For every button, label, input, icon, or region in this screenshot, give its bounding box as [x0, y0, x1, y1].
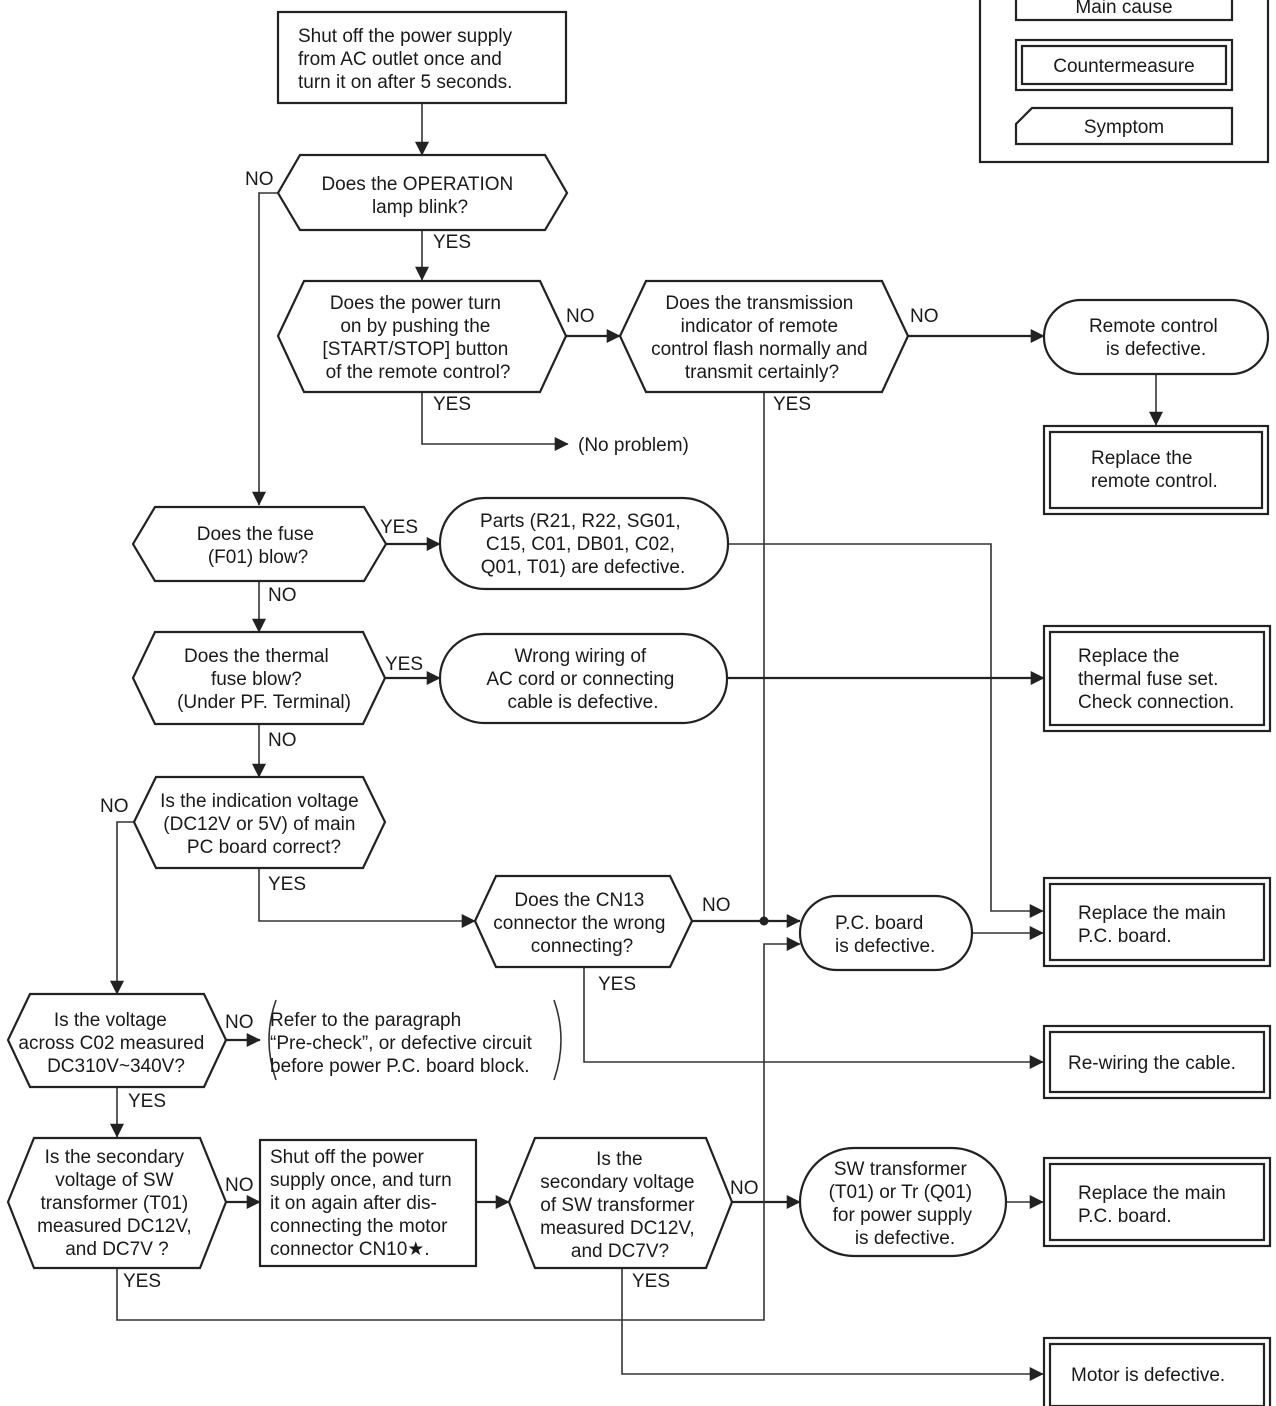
indication-voltage-question: Is the indication voltage (DC12V or 5V) … [160, 791, 364, 858]
start-text: Shut off the power supply from AC outlet… [298, 26, 517, 93]
secondary-voltage-decision-2 [507, 1136, 734, 1270]
replace-main-pc-board-text-1: Replace the main P.C. board. [1078, 903, 1231, 947]
wrong-wiring-cause [438, 632, 729, 725]
wrong-wiring-text: Wrong wiring of AC cord or connecting ca… [486, 646, 679, 713]
operation-yes-label: YES [433, 232, 471, 253]
power-no-label: NO [566, 306, 595, 327]
thermal-no-label: NO [268, 730, 297, 751]
indication-no-label: NO [100, 796, 129, 817]
thermal-fuse-question: Does the thermal fuse blow? (Under PF. T… [177, 646, 351, 713]
sw-transformer-cause [798, 1146, 1008, 1258]
remote-defective-text: Remote control is defective. [1089, 316, 1223, 360]
cn13-no-label: NO [702, 895, 731, 916]
note-bracket-left [268, 999, 277, 1081]
arrow-indication-yes [258, 868, 476, 928]
node-labels: Shut off the power supply from AC outlet… [18, 26, 1236, 1386]
fuse-question: Does the fuse (F01) blow? [197, 524, 320, 568]
cn13-decision [473, 874, 694, 969]
sw-transformer-text: SW transformer (T01) or Tr (Q01) for pow… [829, 1159, 978, 1249]
secondary-voltage-question-1: Is the secondary voltage of SW transform… [37, 1147, 197, 1260]
fuse-yes-label: YES [380, 517, 418, 538]
connectors [110, 103, 1163, 1381]
legend-countermeasure-label: Countermeasure [1053, 56, 1195, 77]
secondary-voltage-decision-1 [6, 1136, 228, 1270]
secondary2-yes-label: YES [632, 1271, 670, 1292]
fuse-no-label: NO [268, 585, 297, 606]
arrow-secondary1-yes [116, 937, 801, 1321]
arrow-secondary2-yes [621, 1268, 1044, 1381]
replace-thermal-fuse-text: Replace the thermal fuse set. Check conn… [1078, 646, 1234, 713]
replace-main-pc-board-text-2: Replace the main P.C. board. [1078, 1183, 1231, 1227]
arrow-indication-no [110, 821, 134, 995]
cn13-yes-label: YES [598, 974, 636, 995]
rewire-cable-text: Re-wiring the cable. [1068, 1053, 1236, 1074]
cn13-question: Does the CN13 connector the wrong connec… [493, 890, 670, 957]
junction-dot [759, 916, 769, 926]
transmission-no-label: NO [910, 306, 939, 327]
operation-no-label: NO [245, 169, 274, 190]
c02-yes-label: YES [128, 1091, 166, 1112]
replace-remote-text: Replace the remote control. [1091, 448, 1218, 492]
start-box [276, 10, 568, 105]
operation-lamp-decision [276, 153, 569, 232]
note-bracket-right [553, 999, 562, 1081]
no-problem-text: (No problem) [578, 435, 689, 456]
legend-main-cause-label: Main cause [1075, 0, 1172, 18]
motor-defective-text: Motor is defective. [1071, 1365, 1225, 1386]
arrow-parts-to-replace-main [728, 543, 1044, 918]
power-turn-on-decision [276, 279, 568, 394]
operation-lamp-question: Does the OPERATION lamp blink? [321, 174, 518, 218]
precheck-note-text: Refer to the paragraph “Pre-check”, or d… [270, 1010, 537, 1077]
secondary-voltage-question-2: Is the secondary voltage of SW transform… [540, 1149, 700, 1262]
power-turn-on-question: Does the power turn on by pushing the [S… [322, 293, 513, 383]
thermal-fuse-decision [131, 630, 387, 726]
parts-defective-cause [438, 496, 730, 591]
secondary1-yes-label: YES [123, 1271, 161, 1292]
secondary2-no-label: NO [730, 1178, 759, 1199]
c02-voltage-decision [6, 992, 228, 1089]
remote-defective-cause [1042, 298, 1270, 376]
pc-board-defective-text: P.C. board is defective. [835, 913, 935, 957]
pc-board-defective-cause [798, 894, 974, 972]
shapes [6, 10, 1272, 1406]
legend-symptom-label: Symptom [1084, 117, 1164, 138]
secondary1-no-label: NO [225, 1175, 254, 1196]
shut-off-power-text: Shut off the power supply once, and turn… [270, 1147, 457, 1260]
arrow-cn13-yes [583, 967, 1044, 1069]
legend-main-cause-box [1014, 0, 1234, 22]
power-yes-label: YES [433, 394, 471, 415]
arrow-power-yes [421, 392, 569, 451]
legend: Main cause Countermeasure Symptom [978, 0, 1270, 164]
shut-off-power-step [258, 1138, 478, 1268]
transmission-decision [618, 279, 910, 394]
fuse-decision [131, 505, 388, 583]
c02-no-label: NO [225, 1012, 254, 1033]
legend-symptom-box [1014, 106, 1234, 146]
indication-voltage-decision [132, 775, 387, 870]
transmission-yes-label: YES [773, 394, 811, 415]
indication-yes-label: YES [268, 874, 306, 895]
parts-defective-text: Parts (R21, R22, SG01, C15, C01, DB01, C… [480, 511, 686, 578]
thermal-yes-label: YES [385, 654, 423, 675]
branch-labels: NO YES NO YES NO YES YES NO YES NO NO YE… [100, 169, 939, 1292]
arrow-operation-no [252, 192, 278, 506]
transmission-question: Does the transmission indicator of remot… [651, 293, 873, 383]
c02-voltage-question: Is the voltage across C02 measured DC310… [18, 1010, 209, 1077]
